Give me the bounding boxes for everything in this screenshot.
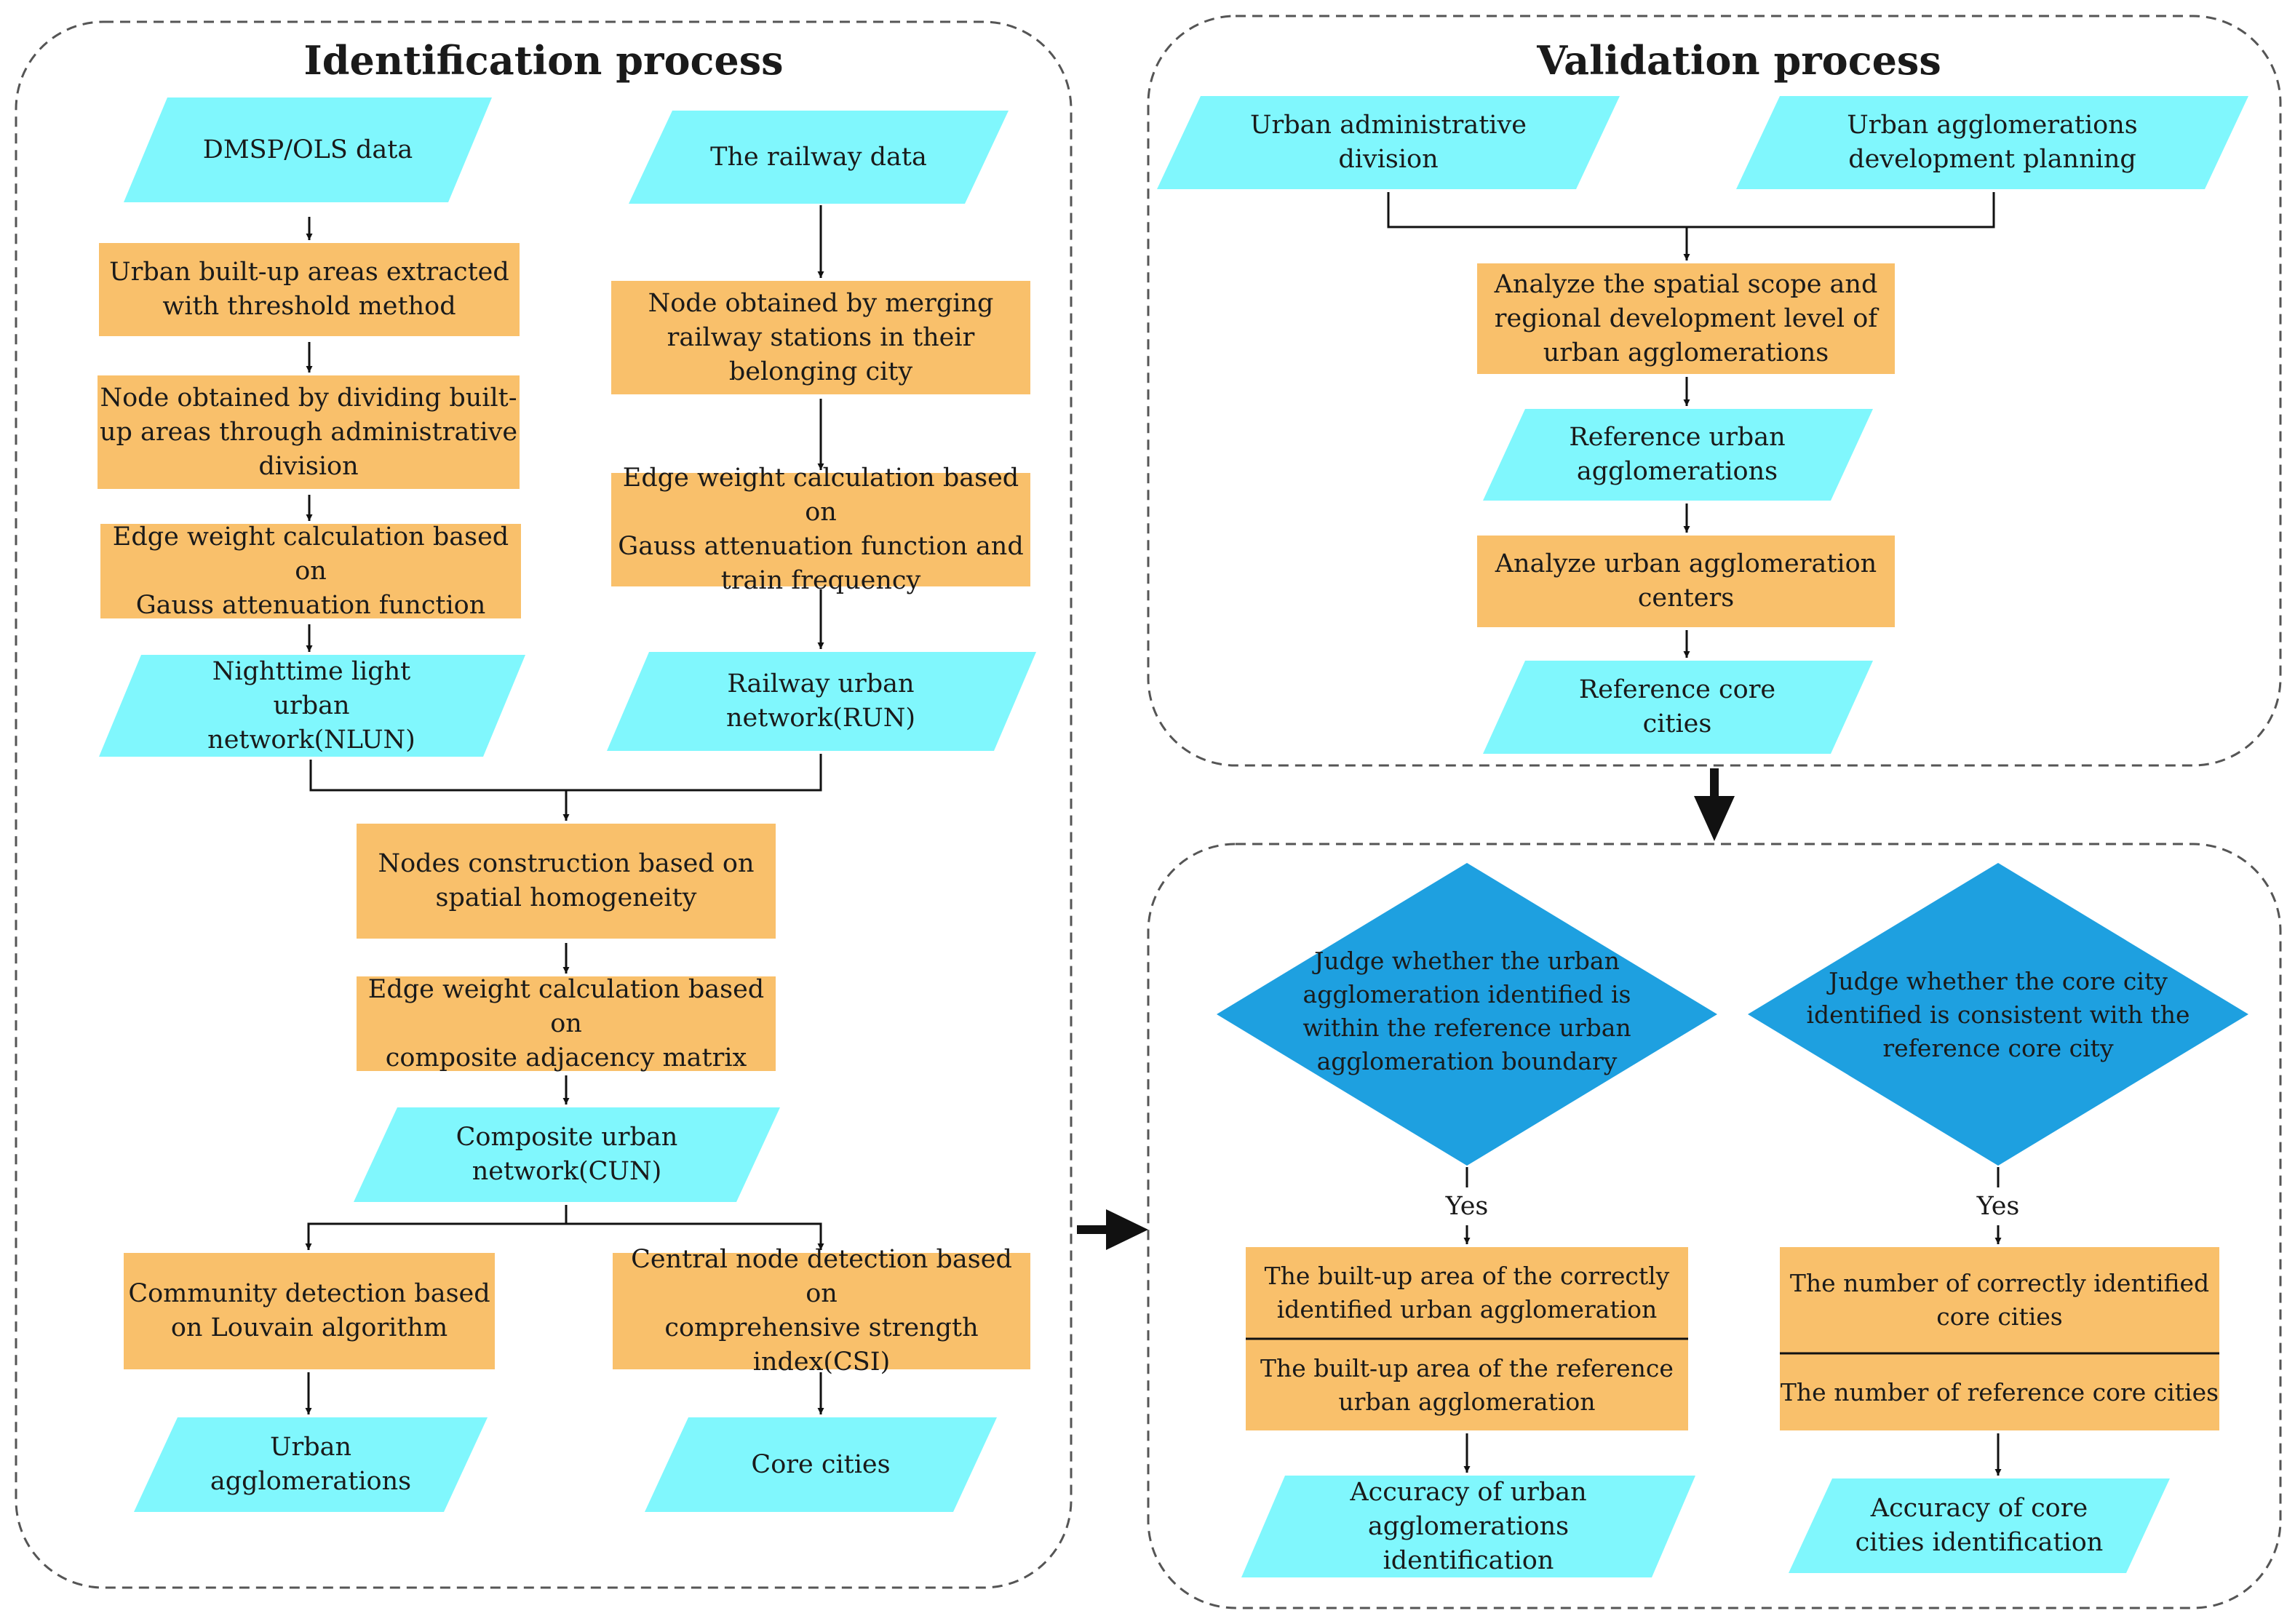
split-line-cun — [305, 1205, 568, 1250]
acc-agg-shape — [1241, 1476, 1695, 1577]
agg-denominator-label: The built-up area of the reference urban… — [1260, 1354, 1674, 1416]
big-arrow-head-right — [1106, 1209, 1148, 1250]
core-fraction-box — [1780, 1247, 2219, 1430]
analyze-scope-box — [1477, 263, 1895, 374]
community-box — [124, 1253, 495, 1369]
ref-core-shape — [1483, 661, 1873, 754]
dmsp-label: DMSP/OLS data — [202, 135, 413, 164]
admin-division-shape — [1157, 96, 1620, 189]
built-up-label: Urban built-up areas extracted with thre… — [109, 258, 509, 321]
acc-agg-label: Accuracy of urban agglomerations identif… — [1350, 1477, 1587, 1575]
edge-composite-label: Edge weight calculation based on composi… — [367, 974, 765, 1072]
agg-numerator-label: The built-up area of the correctly ident… — [1264, 1262, 1670, 1324]
node-railway-label: Node obtained by merging railway station… — [648, 288, 994, 386]
run-shape — [607, 652, 1036, 751]
central-node-box — [613, 1253, 1030, 1369]
railway-data-shape — [629, 111, 1009, 204]
identification-title: Identification process — [303, 36, 784, 84]
cun-label: Composite urban network(CUN) — [456, 1123, 678, 1186]
edge-gauss-label: Edge weight calculation based on Gauss a… — [112, 522, 509, 620]
node-builtup-box — [98, 375, 520, 489]
nodes-construction-box — [357, 824, 776, 939]
edge-rail-box — [611, 473, 1030, 586]
yes-left-label: Yes — [1445, 1191, 1489, 1221]
ref-agg-label: Reference urban agglomerations — [1569, 423, 1786, 486]
node-railway-box — [611, 281, 1030, 394]
analyze-scope-label: Analyze the spatial scope and regional d… — [1494, 269, 1878, 367]
identification-frame — [15, 20, 1073, 1589]
edge-rail-label: Edge weight calculation based on Gauss a… — [618, 463, 1024, 595]
cun-shape — [354, 1107, 780, 1202]
big-arrow-head-down — [1694, 796, 1735, 841]
built-up-box — [99, 243, 520, 336]
run-label: Railway urban network(RUN) — [725, 669, 916, 733]
acc-core-label: Accuracy of core cities identification — [1855, 1494, 2104, 1557]
nlun-label: Nighttime light urban network(NLUN) — [207, 656, 415, 755]
judge-core-label: Judge whether the core city identified i… — [1806, 967, 2190, 1062]
urban-agg-label: Urban agglomerations — [210, 1433, 412, 1496]
accuracy-frame — [1147, 843, 2282, 1609]
judge-agg-label: Judge whether the urban agglomeration id… — [1302, 947, 1631, 1075]
community-label: Community detection based on Louvain alg… — [128, 1279, 490, 1342]
core-numerator-label: The number of correctly identified core … — [1789, 1269, 2210, 1331]
node-builtup-label: Node obtained by dividing built- up area… — [99, 383, 518, 481]
nlun-shape — [99, 655, 525, 757]
edge-composite-box — [357, 976, 776, 1071]
validation-frame — [1147, 15, 2282, 767]
merge-line-nlun-run — [309, 754, 822, 792]
dmsp-data-shape — [124, 97, 492, 202]
central-node-label: Central node detection based on comprehe… — [631, 1245, 1012, 1377]
judge-core-diamond — [1748, 863, 2248, 1166]
railway-label: The railway data — [710, 142, 927, 172]
nodes-construction-label: Nodes construction based on spatial homo… — [378, 849, 755, 912]
ref-core-label: Reference core cities — [1578, 675, 1776, 739]
planning-shape — [1736, 96, 2248, 189]
merge-line-validation — [1387, 192, 1995, 228]
validation-title: Validation process — [1537, 36, 1941, 84]
yes-right-label: Yes — [1976, 1191, 2020, 1221]
core-denominator-label: The number of reference core cities — [1780, 1378, 2219, 1406]
analyze-centers-label: Analyze urban agglomeration centers — [1495, 549, 1877, 613]
urban-agg-shape — [134, 1417, 488, 1512]
judge-agg-diamond — [1217, 863, 1717, 1166]
edge-gauss-box — [100, 524, 521, 618]
ref-agg-shape — [1483, 409, 1873, 501]
core-cities-shape — [645, 1417, 997, 1512]
core-cities-label: Core cities — [751, 1449, 891, 1479]
planning-label: Urban agglomerations development plannin… — [1847, 111, 2138, 174]
split-line-cun-right — [566, 1222, 824, 1250]
acc-core-shape — [1789, 1478, 2170, 1573]
analyze-centers-box — [1477, 536, 1895, 627]
admin-division-label: Urban administrative division — [1250, 111, 1527, 174]
